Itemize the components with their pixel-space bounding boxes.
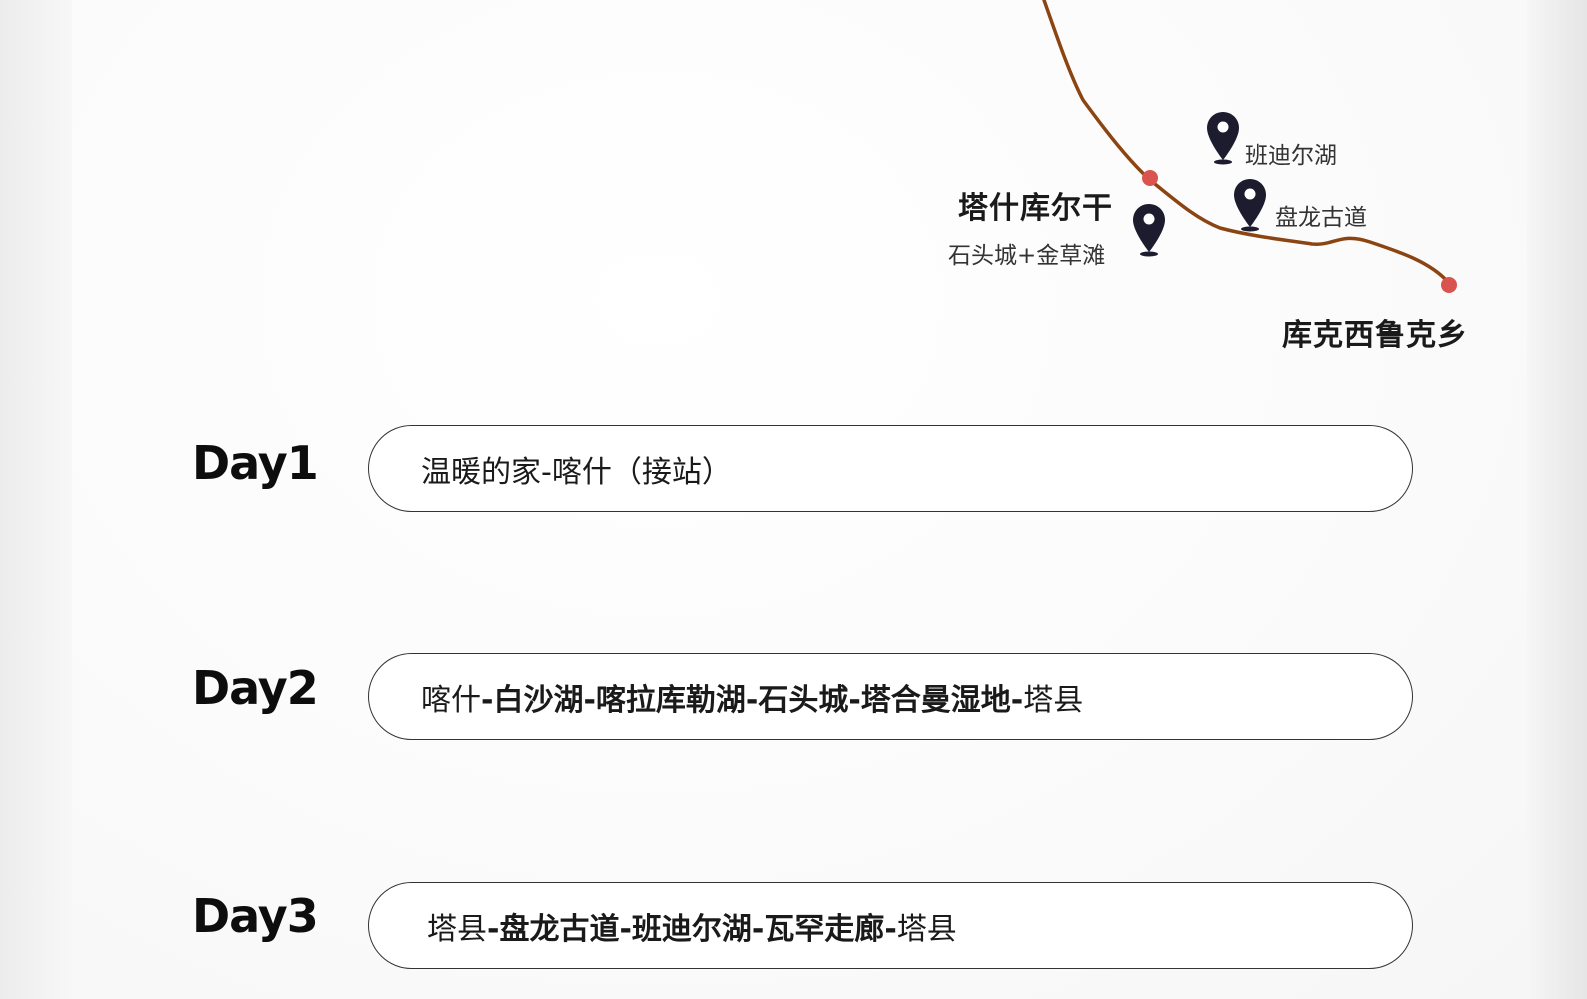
day-label-1: Day1: [192, 436, 319, 490]
itinerary-segment: 塔县: [1023, 682, 1084, 718]
itinerary-pill-day-1: 温暖的家-喀什（接站）: [368, 425, 1413, 512]
place-label-kukexiluke: 库克西鲁克乡: [1282, 318, 1468, 353]
itinerary-segment: 塔县: [427, 911, 487, 947]
itinerary-pill-day-3: 塔县-盘龙古道-班迪尔湖-瓦罕走廊-塔县: [368, 882, 1413, 969]
paper-edge-left: [0, 0, 72, 999]
place-label-bandier-lake: 班迪尔湖: [1245, 143, 1337, 169]
paper-edge-right: [1527, 0, 1587, 999]
map-pin-icon: [1133, 204, 1165, 257]
itinerary-segment: -白沙湖-喀拉库勒湖-石头城-塔合曼湿地-: [481, 682, 1024, 718]
place-label-tashkurgan: 塔什库尔干: [958, 191, 1113, 226]
itinerary-pill-day-2: 喀什-白沙湖-喀拉库勒湖-石头城-塔合曼湿地-塔县: [368, 653, 1413, 740]
map-pin-icon: [1207, 112, 1239, 165]
day-label-3: Day3: [192, 889, 319, 943]
day-label-2: Day2: [192, 661, 319, 715]
itinerary-segment: 喀什: [421, 682, 481, 718]
itinerary-segment: 温暖的家-喀什（接站）: [421, 454, 732, 490]
route-map: [1042, 0, 1457, 293]
route-line: [1042, 0, 1450, 284]
place-label-stone-city: 石头城+金草滩: [948, 243, 1106, 269]
itinerary-segment: -盘龙古道-班迪尔湖-瓦罕走廊-: [487, 911, 897, 947]
itinerary-segment: 塔县: [896, 911, 957, 947]
stop-dot-tashkurgan: [1142, 170, 1158, 186]
stop-dot-kukexiluke: [1441, 277, 1457, 293]
place-label-panlong-road: 盘龙古道: [1275, 205, 1367, 231]
map-pin-icon: [1234, 179, 1266, 232]
